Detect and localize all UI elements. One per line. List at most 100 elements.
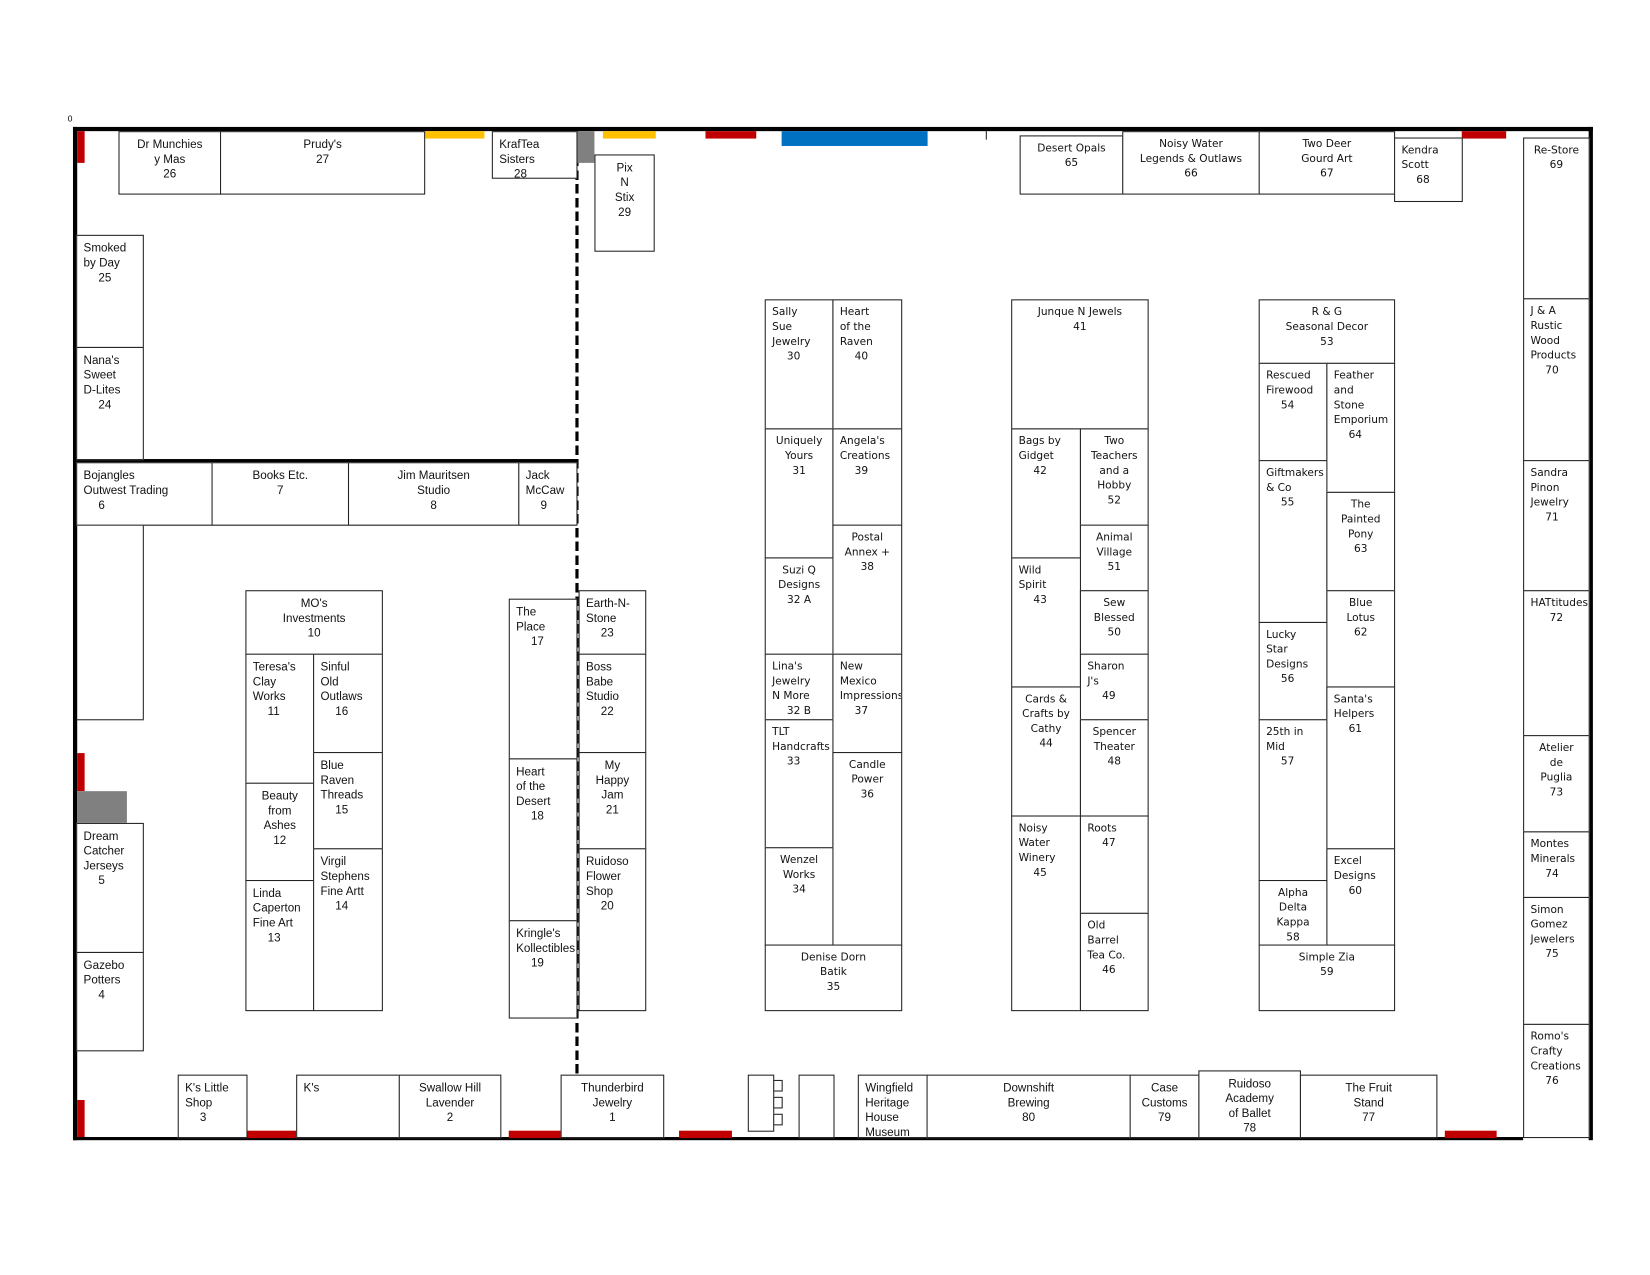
booth-name: Romo's Crafty Creations xyxy=(1530,1031,1581,1073)
booth-name: Swallow Hill Lavender xyxy=(419,1082,482,1110)
booth-number: 41 xyxy=(1073,321,1087,334)
booth-number: 8 xyxy=(430,499,437,512)
booth-46[interactable]: Old Barrel Tea Co.46 xyxy=(1079,912,1149,1012)
booth-38[interactable]: Postal Annex +38 xyxy=(832,524,903,655)
booth-name: Candle Power xyxy=(848,759,886,786)
booth-number: 28 xyxy=(514,168,527,179)
booth-number: 11 xyxy=(267,705,280,719)
booth-number: 60 xyxy=(1348,885,1363,897)
booth-ks[interactable]: K's xyxy=(296,1074,400,1139)
booth-81[interactable]: Wingfield Heritage House Museum81 xyxy=(857,1074,928,1139)
booth-name: The Place xyxy=(516,606,546,634)
booth-name: Noisy Water Legends & Outlaws xyxy=(1139,138,1243,166)
booth-name: Bojangles Outwest Trading xyxy=(83,469,169,498)
booth-number: 53 xyxy=(1320,336,1334,348)
booth-number: 56 xyxy=(1280,673,1295,686)
booth-name: Montes Minerals xyxy=(1530,838,1576,866)
booth-7[interactable]: Books Etc.7 xyxy=(211,462,350,526)
booth-number: 4 xyxy=(98,988,105,1002)
booth-number: 14 xyxy=(335,900,349,913)
booth-name: Linda Caperton Fine Art xyxy=(252,887,301,930)
